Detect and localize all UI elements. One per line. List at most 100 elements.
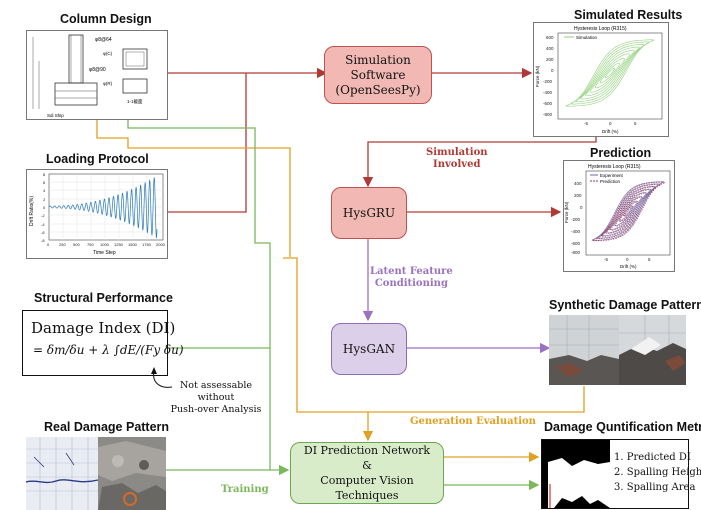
svg-text:φ8@64: φ8@64	[95, 37, 112, 43]
hysteresis-loop	[618, 200, 638, 222]
svg-text:1250: 1250	[114, 242, 124, 247]
metrics-list: 1. Predicted DI 2. Spalling Height 3. Sp…	[614, 450, 701, 495]
metric-item: 1. Predicted DI	[614, 452, 691, 463]
simulation-software-box: Simulation Software (OpenSeesPy)	[324, 46, 432, 104]
not-assessable-note: Not assessable without Push-over Analysi…	[170, 380, 262, 415]
arrow-loading-to-simulation	[166, 73, 247, 213]
svg-text:8: 8	[43, 172, 46, 177]
damage-metrics-panel: 1. Predicted DI 2. Spalling Height 3. Sp…	[541, 439, 701, 509]
hysteresis-loop	[591, 181, 665, 241]
hysteresis-loop	[599, 62, 621, 84]
svg-text:0: 0	[609, 121, 612, 126]
loading-plot-svg: 8 6 4 2 0 -2 -4 -6 -8 0 250 500 750 1000…	[29, 172, 166, 256]
svg-text:0: 0	[47, 242, 50, 247]
damage-metrics-title: Damage Quntification Metrics	[544, 420, 701, 434]
svg-text:200: 200	[546, 57, 554, 62]
svg-text:-800: -800	[543, 112, 553, 117]
hysteresis-loop	[580, 46, 640, 100]
structural-performance-title: Structural Performance	[34, 291, 173, 305]
loading-yticks: 8 6 4 2 0 -2 -4 -6 -8	[41, 172, 46, 243]
pred-xlabel: Drift (%)	[620, 264, 637, 269]
svg-text:2: 2	[43, 197, 46, 202]
svg-text:-4: -4	[41, 222, 45, 227]
hysteresis-loop	[604, 67, 616, 79]
sim-plot-svg: Hysteresis Loop (R315) Simulation 600 40…	[535, 26, 663, 134]
svg-text:-200: -200	[543, 79, 553, 84]
loading-protocol-title: Loading Protocol	[46, 152, 149, 166]
synthetic-damage-title: Synthetic Damage Pattern	[549, 298, 701, 312]
metric-item: 2. Spalling Height	[614, 467, 701, 478]
svg-text:5: 5	[648, 257, 651, 262]
svg-text:-8: -8	[41, 238, 45, 243]
damage-index-formula: = δm/δu + λ ∫dE/(Fy δu)	[33, 343, 184, 357]
hysteresis-loop	[623, 205, 633, 217]
svg-text:-400: -400	[543, 90, 553, 95]
column-design-title: Column Design	[60, 12, 152, 26]
hysteresis-loop	[600, 185, 656, 237]
sim-ylabel: Force (kN)	[535, 65, 540, 87]
di-prediction-network-box: DI Prediction Network & Computer Vision …	[290, 442, 444, 504]
prediction-title: Prediction	[590, 146, 652, 160]
hysteresis-loop	[590, 53, 630, 93]
prediction-plot: Hysteresis Loop (R315) Experiment Predic…	[563, 160, 675, 272]
loading-protocol-plot: 8 6 4 2 0 -2 -4 -6 -8 0 250 500 750 1000…	[26, 169, 168, 259]
svg-text:-2: -2	[41, 213, 45, 218]
pred-plot-title: Hysteresis Loop (R315)	[588, 164, 641, 170]
svg-text:400: 400	[546, 46, 554, 51]
svg-text:200: 200	[574, 193, 582, 198]
hysteresis-loop	[575, 44, 645, 102]
column-design-drawing: φ8@64 φ8@90 φ(C) φ(R) 1-1截面 Sdi Ship	[26, 30, 168, 120]
arrow-design-to-generation-eval	[96, 118, 291, 257]
svg-text:600: 600	[546, 35, 554, 40]
svg-text:-800: -800	[571, 250, 581, 255]
pred-plot-svg: Hysteresis Loop (R315) Experiment Predic…	[564, 164, 671, 269]
hysteresis-loop	[609, 192, 647, 230]
hysgru-box: HysGRU	[331, 187, 407, 239]
svg-text:φ(C): φ(C)	[103, 51, 113, 56]
svg-text:-400: -400	[571, 229, 581, 234]
hysteresis-loop	[585, 49, 635, 97]
sim-xlabel: Drift (%)	[602, 129, 619, 134]
simulation-involved-label: Simulation Involved	[426, 147, 488, 170]
hysteresis-loop	[565, 39, 655, 107]
simulated-results-plot: Hysteresis Loop (R315) Simulation 600 40…	[533, 22, 669, 137]
svg-text:6: 6	[43, 180, 46, 185]
metric-item: 3. Spalling Area	[614, 482, 696, 493]
svg-text:0: 0	[626, 257, 629, 262]
hysteresis-loop	[605, 188, 651, 234]
svg-text:4: 4	[43, 188, 46, 193]
svg-text:φ(R): φ(R)	[103, 81, 113, 86]
column-drawing-svg: φ8@64 φ8@90 φ(C) φ(R) 1-1截面 Sdi Ship	[32, 34, 148, 118]
loading-ylabel: Drift Ratio(%)	[29, 196, 35, 226]
hysteresis-loop	[601, 186, 657, 237]
training-label: Training	[221, 484, 269, 495]
arrow-design-to-training	[127, 118, 271, 470]
arrow-results-to-hysgru	[362, 136, 597, 188]
damage-index-heading: Damage Index (DI)	[31, 319, 176, 337]
real-damage-svg	[26, 437, 166, 510]
generation-evaluation-label: Generation Evaluation	[410, 416, 536, 427]
svg-text:-200: -200	[571, 217, 581, 222]
svg-text:-6: -6	[41, 230, 45, 235]
hysteresis-loop	[614, 196, 643, 227]
pred-legend-experiment: Experiment	[600, 173, 624, 178]
hysteresis-loop	[605, 189, 652, 234]
svg-text:-5: -5	[604, 257, 608, 262]
hysteresis-loop	[614, 196, 642, 226]
svg-text:400: 400	[574, 181, 582, 186]
synthetic-damage-svg	[549, 315, 686, 385]
sim-plot-title: Hysteresis Loop (R315)	[574, 26, 627, 32]
svg-text:1750: 1750	[142, 242, 152, 247]
svg-text:-600: -600	[571, 241, 581, 246]
arrow-generation-eval-path	[283, 257, 585, 413]
loading-xlabel: Time Step	[93, 250, 116, 256]
svg-text:-600: -600	[543, 101, 553, 106]
real-damage-title: Real Damage Pattern	[44, 420, 170, 434]
pred-legend-prediction: Prediction	[600, 179, 621, 184]
svg-text:250: 250	[59, 242, 66, 247]
synthetic-damage-photo	[549, 315, 686, 385]
loading-xticks: 0 250 500 750 1000 1250 1500 1750 2000	[47, 242, 166, 247]
svg-text:Sdi Ship: Sdi Ship	[47, 113, 64, 118]
latent-feature-label: Latent Feature Conditioning	[370, 266, 453, 289]
